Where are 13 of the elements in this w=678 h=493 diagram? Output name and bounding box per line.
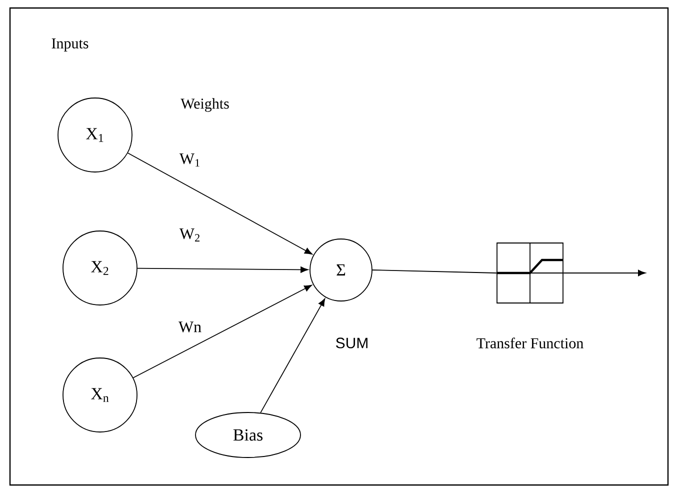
arrow xyxy=(132,284,312,378)
arrow xyxy=(137,266,308,273)
node-caption: Transfer Function xyxy=(476,338,584,348)
arrow xyxy=(563,270,646,276)
arrow xyxy=(260,298,326,414)
arrow xyxy=(127,152,312,254)
heading-label: Inputs xyxy=(52,38,88,52)
node-caption: SUM xyxy=(336,338,368,348)
heading-label: Weights xyxy=(180,98,229,112)
weight-label: Wn xyxy=(178,322,202,332)
weight-label: W$_{2}$ xyxy=(179,228,200,242)
weight-label: W$_{1}$ xyxy=(179,153,200,167)
transfer-function-box xyxy=(496,242,564,304)
